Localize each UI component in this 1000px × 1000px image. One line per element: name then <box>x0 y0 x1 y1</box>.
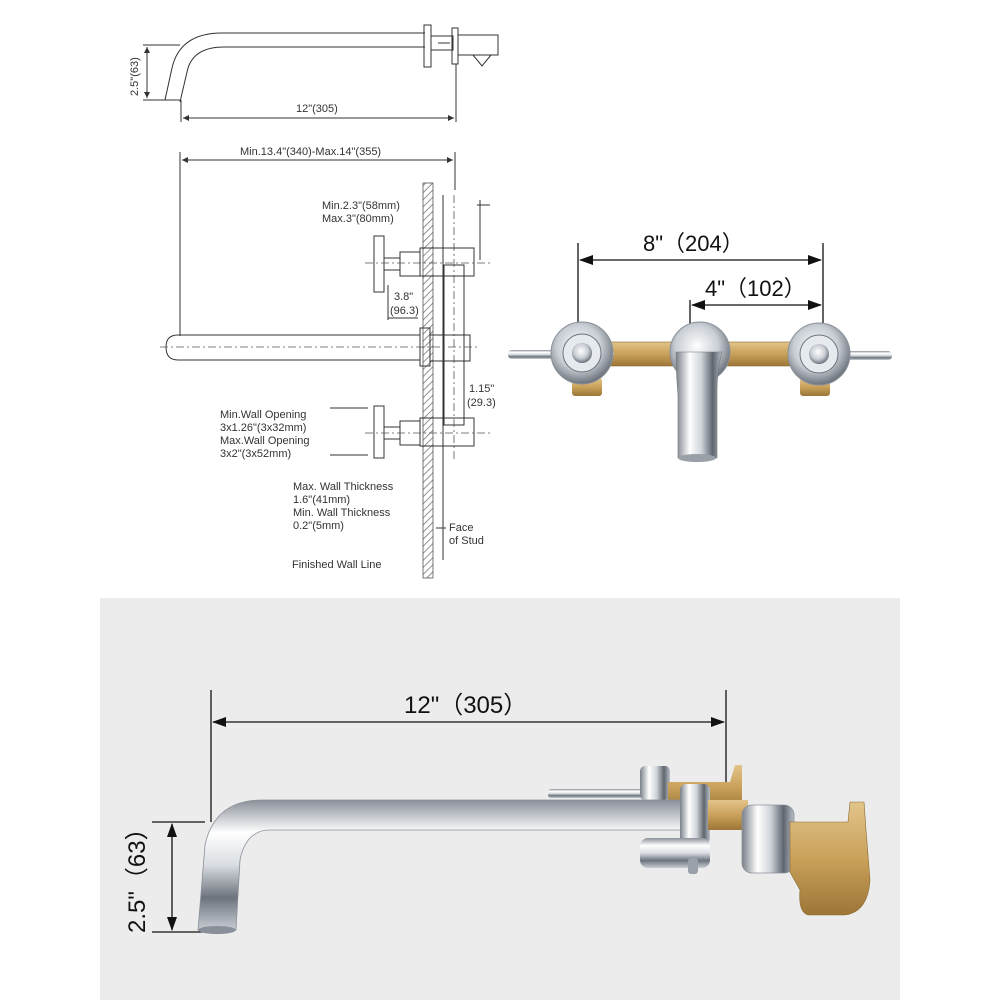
offset-value-label: 3.8" <box>394 291 413 303</box>
wall-thickness-min-label: Min. Wall Thickness <box>293 507 391 519</box>
wall-opening-min-label: Min.Wall Opening <box>220 409 306 421</box>
offset-metric-label: (96.3) <box>390 305 419 317</box>
face-of-stud-label-2: of Stud <box>449 535 484 547</box>
top-spout-drawing: 2.5"(63) 12"(305) <box>129 24 499 122</box>
depth-min-label: Min.2.3"(58mm) <box>322 200 400 212</box>
wall-opening-max-label: Max.Wall Opening <box>220 435 309 447</box>
pipe-value-label: 1.15" <box>469 383 494 395</box>
top-height-label: 2.5"(63) <box>129 57 141 96</box>
center-dimension-label: 4"（102） <box>705 276 806 301</box>
side-height-label: 2.5"（63） <box>124 816 151 933</box>
spread-dimension-label: 8"（204） <box>643 231 744 256</box>
side-photo: 12"（305） 2.5"（63） <box>124 690 871 934</box>
pipe-metric-label: (29.3) <box>467 397 496 409</box>
wall-thickness-max-value: 1.6"(41mm) <box>293 494 350 506</box>
upper-valve-drawing <box>365 235 490 293</box>
finished-wall-label: Finished Wall Line <box>292 559 381 571</box>
section-drawing: Min.13.4"(340)-Max.14"(355) <box>160 146 496 579</box>
side-photo-panel <box>100 598 900 1000</box>
wall-thickness-max-label: Max. Wall Thickness <box>293 481 394 493</box>
top-length-label: 12"(305) <box>296 103 338 115</box>
depth-max-label: Max.3"(80mm) <box>322 213 394 225</box>
lower-valve-drawing <box>365 405 490 459</box>
overall-dimension-label: Min.13.4"(340)-Max.14"(355) <box>240 146 381 158</box>
wall-opening-min-value: 3x1.26"(3x32mm) <box>220 422 306 434</box>
side-length-label: 12"（305） <box>404 692 527 719</box>
face-of-stud-label-1: Face <box>449 522 473 534</box>
wall-opening-max-value: 3x2"(3x52mm) <box>220 448 291 460</box>
section-spout <box>160 327 480 367</box>
front-photo: 8"（204） 4"（102） <box>508 231 892 462</box>
wall-thickness-min-value: 0.2"(5mm) <box>293 520 344 532</box>
